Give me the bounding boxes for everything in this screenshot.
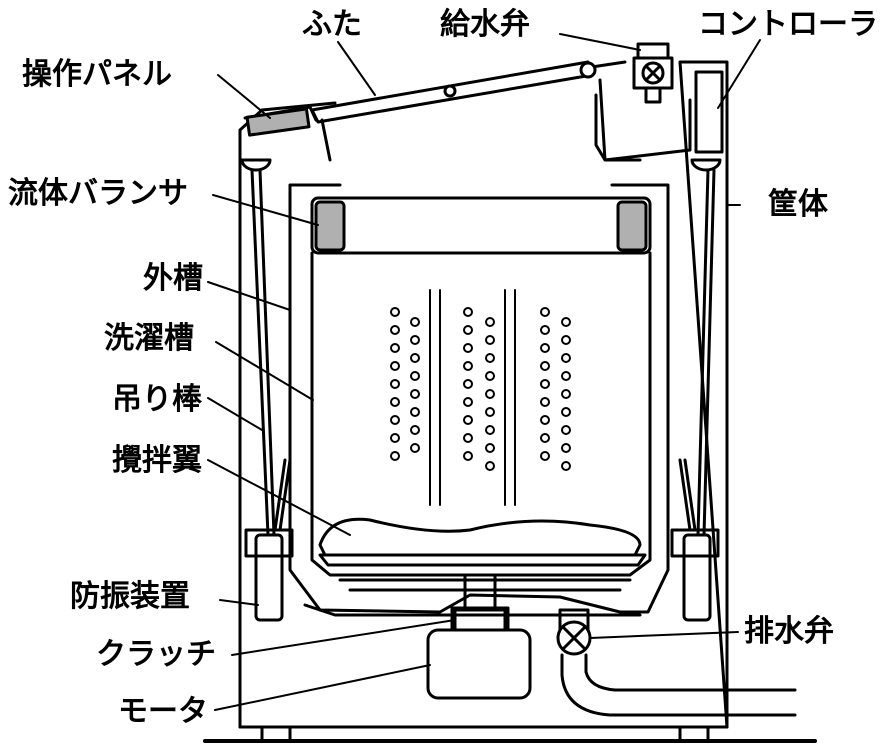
- label-damper: 防振装置: [70, 579, 190, 614]
- label-cabinet: 筐体: [768, 187, 828, 222]
- water-valve-symbol: [641, 61, 665, 85]
- motor-top: [453, 608, 507, 632]
- water-valve-body: [636, 42, 670, 60]
- label-controller: コントローラ: [698, 7, 878, 42]
- suspension-rod-right-2: [702, 168, 716, 537]
- wash-tub-ring: [310, 196, 652, 255]
- suspension-rod-left: [250, 168, 270, 537]
- label-outer-tub: 外槽: [143, 261, 203, 296]
- wash-tub-ribs: [429, 289, 516, 506]
- label-wash-tub: 洗濯槽: [104, 321, 194, 356]
- motor: [426, 628, 532, 700]
- damper-mount-left: [244, 528, 294, 558]
- label-clutch: クラッチ: [96, 637, 216, 672]
- damper-left: [254, 533, 284, 622]
- lid-inner: [320, 78, 642, 162]
- water-valve-outlet: [644, 86, 662, 104]
- damper-strut-right: [678, 458, 697, 532]
- pulley-right: [690, 158, 722, 172]
- controller-box: [694, 70, 724, 154]
- wash-tub-perforations: [390, 307, 571, 471]
- label-motor: モータ: [118, 694, 208, 729]
- outer-tub-bottom: [303, 603, 642, 617]
- fluid-balancer-left: [314, 200, 346, 252]
- cabinet-foot-right: [678, 725, 710, 743]
- label-drain-valve: 排水弁: [744, 614, 834, 649]
- pulley-left: [240, 158, 272, 172]
- shaft-flange: [338, 578, 632, 592]
- label-fluid-balancer: 流体バランサ: [8, 176, 188, 211]
- lid-pivot: [579, 61, 597, 79]
- water-valve-x2: [644, 64, 662, 82]
- agitator: [318, 517, 642, 557]
- label-lid: ふた: [302, 7, 362, 42]
- suspension-rod-left-2: [258, 168, 276, 537]
- damper-right: [682, 533, 712, 622]
- drain-valve-x2: [561, 625, 587, 651]
- suspension-rod-right: [696, 168, 710, 537]
- label-agitator: 攪拌翼: [112, 443, 202, 478]
- control-panel-display: [245, 107, 311, 137]
- water-channel: [594, 93, 692, 162]
- label-water-valve: 給水弁: [440, 7, 530, 42]
- cabinet-foot-left: [260, 725, 292, 743]
- lid-hinge: [443, 84, 457, 98]
- agitator-base: [318, 553, 647, 567]
- fluid-balancer-right: [616, 200, 648, 252]
- outer-tub: [288, 183, 670, 614]
- damper-strut-left: [273, 458, 292, 532]
- leader-lines: [207, 33, 761, 711]
- label-control-panel: 操作パネル: [22, 57, 172, 92]
- drain-hose: [560, 653, 797, 717]
- label-suspension-rod: 吊り棒: [112, 382, 202, 417]
